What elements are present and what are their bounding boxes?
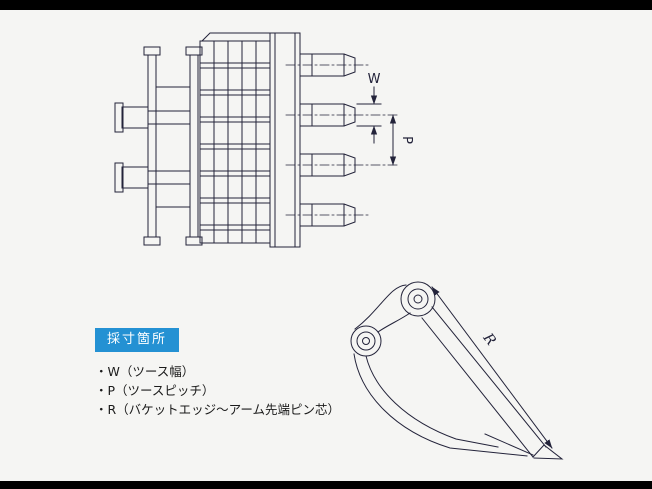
legend-item-tooth-pitch: ・P（ツースピッチ） bbox=[95, 383, 215, 398]
front-view-linework: W P bbox=[114, 32, 414, 248]
side-view-linework: R bbox=[350, 281, 564, 460]
edge-to-pin-dimension-label: R bbox=[479, 330, 499, 349]
bottom-letterbox-bar bbox=[0, 481, 652, 489]
bucket-side-view-drawing: R bbox=[350, 281, 564, 460]
link-plates bbox=[354, 284, 411, 333]
tooth bbox=[285, 53, 369, 77]
top-letterbox-bar bbox=[0, 0, 652, 10]
arm-pin-boss-upper bbox=[400, 281, 436, 317]
r-dimension: R bbox=[431, 286, 553, 449]
tooth bbox=[285, 203, 369, 227]
lip-plate bbox=[269, 32, 301, 248]
legend-item-tooth-width: ・W（ツース幅） bbox=[95, 364, 195, 379]
bucket-front-view-drawing: W P bbox=[114, 32, 414, 248]
measurement-legend: ・W（ツース幅） ・P（ツースピッチ） ・R（バケットエッジ～アーム先端ピン芯） bbox=[95, 362, 340, 419]
w-dimension: W bbox=[356, 72, 382, 144]
p-dimension: P bbox=[389, 114, 414, 166]
tooth-width-dimension-label: W bbox=[368, 72, 381, 87]
legend-item-edge-to-pin: ・R（バケットエッジ～アーム先端ピン芯） bbox=[95, 402, 341, 417]
mount-pin-lower bbox=[114, 162, 191, 193]
mount-plates bbox=[143, 46, 203, 246]
measurement-points-label: 採寸箇所 bbox=[95, 328, 180, 352]
tooth bbox=[285, 153, 401, 177]
tooth bbox=[285, 103, 401, 127]
bucket-body bbox=[353, 306, 564, 460]
grate-body bbox=[199, 32, 271, 244]
tooth-pitch-dimension-label: P bbox=[399, 136, 414, 144]
arm-pin-boss-lower bbox=[350, 325, 382, 357]
side-tooth bbox=[533, 444, 564, 460]
mount-pin-upper bbox=[114, 102, 191, 133]
